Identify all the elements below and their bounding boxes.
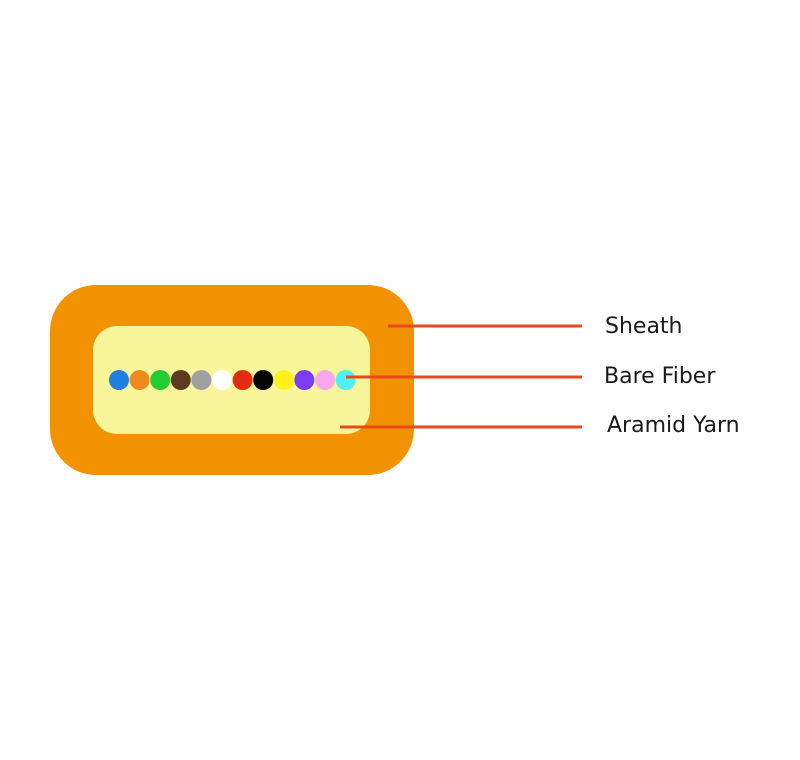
label-bare-fiber: Bare Fiber (604, 364, 716, 389)
fiber-orange (129, 370, 150, 390)
fiber-red (232, 370, 253, 390)
fiber-blue (109, 370, 129, 390)
fiber-black (253, 370, 274, 390)
label-sheath: Sheath (605, 314, 683, 339)
fiber-brown (170, 370, 191, 390)
fiber-aqua (335, 370, 356, 390)
fiber-white (212, 370, 232, 390)
fiber-grey (191, 370, 212, 390)
fiber-rose (315, 370, 335, 390)
fiber-violet (294, 370, 315, 390)
label-aramid-yarn: Aramid Yarn (607, 413, 740, 438)
fiber-yellow (273, 370, 294, 390)
fiber-green (150, 370, 171, 390)
bare-fiber-row (109, 370, 356, 390)
